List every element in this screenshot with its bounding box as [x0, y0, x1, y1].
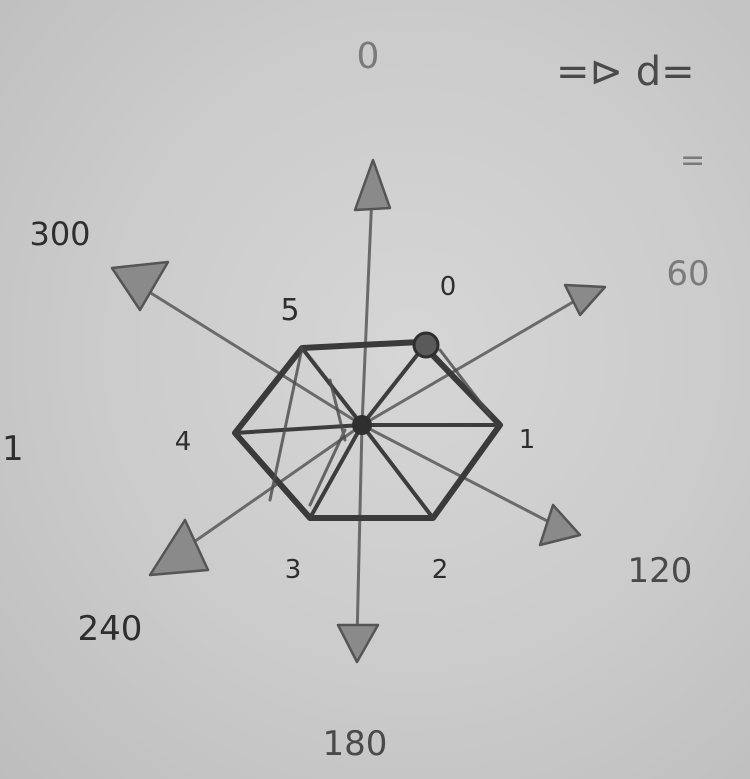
vertex-label-3: 3 — [285, 555, 302, 585]
shade-stroke — [438, 348, 492, 417]
arrow-240-shaft — [166, 423, 364, 562]
vertex-0-marker — [412, 331, 440, 359]
arrow-0-head — [353, 158, 392, 212]
vertex-label-2: 2 — [432, 555, 449, 585]
arrow-180-shaft — [355, 423, 364, 642]
arrow-60-head — [563, 283, 607, 317]
arrow-60-shaft — [360, 293, 587, 427]
angle-label-300: 300 — [29, 215, 90, 253]
angle-label-0: 0 — [357, 36, 380, 77]
arrow-240-head — [148, 518, 210, 577]
shade-stroke — [328, 378, 347, 442]
shade-stroke — [268, 346, 304, 502]
angle-label-60: 60 — [666, 254, 709, 294]
formula-text: =⊳ d= — [556, 49, 695, 95]
arrow-120-shaft — [360, 423, 557, 527]
vertex-label-0: 0 — [440, 272, 457, 302]
angle-label-120: 120 — [628, 551, 693, 591]
shade-stroke — [308, 428, 347, 507]
angle-label-180: 180 — [323, 724, 388, 764]
equals-text: = — [680, 143, 705, 178]
arrow-300-head — [110, 260, 170, 312]
vertex-label-5: 5 — [280, 293, 299, 328]
arrow-300-shaft — [128, 278, 364, 427]
arrow-0-shaft — [360, 168, 375, 427]
spoke-3 — [308, 423, 364, 520]
left-edge-mark: 1 — [2, 429, 24, 469]
spoke-2 — [360, 423, 435, 520]
vertex-label-1: 1 — [519, 425, 536, 455]
vertex-label-4: 4 — [175, 427, 192, 457]
arrow-120-head — [538, 503, 582, 547]
angle-label-240: 240 — [78, 609, 143, 649]
center-hub — [352, 415, 372, 435]
spoke-0 — [360, 343, 427, 427]
arrow-180-head — [336, 623, 380, 664]
